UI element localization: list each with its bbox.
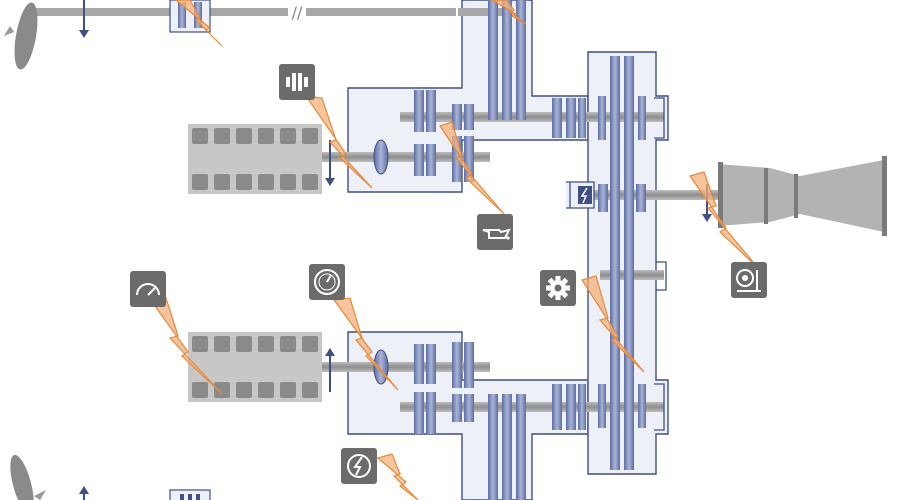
shaft-sensor-icon[interactable] [731,262,767,298]
shaft-break-mark: // [292,3,303,22]
lower-propeller [10,454,46,500]
pressure-gauge-icon[interactable] [309,264,345,300]
sensor-signal-bolts [151,0,759,500]
lower-coupling-partial [169,489,211,500]
main-bull-gear [598,56,646,470]
oil-can-icon[interactable] [477,214,513,250]
upper-propeller-shaft: // [30,3,508,22]
turbine-clutch [566,181,595,209]
lower-engine-shaft [322,362,664,412]
gear-icon[interactable] [540,270,576,306]
upper-engine-shaft [322,112,664,162]
power-sensor-icon[interactable] [341,448,377,484]
upper-propeller [4,2,38,70]
gas-turbine [718,156,887,236]
side-brackets [654,97,667,431]
vibration-icon[interactable] [279,64,315,100]
speedometer-icon[interactable] [130,271,166,307]
upper-diesel-engine [188,124,322,194]
lower-gear-train [373,342,586,500]
lower-diesel-engine [188,332,322,402]
